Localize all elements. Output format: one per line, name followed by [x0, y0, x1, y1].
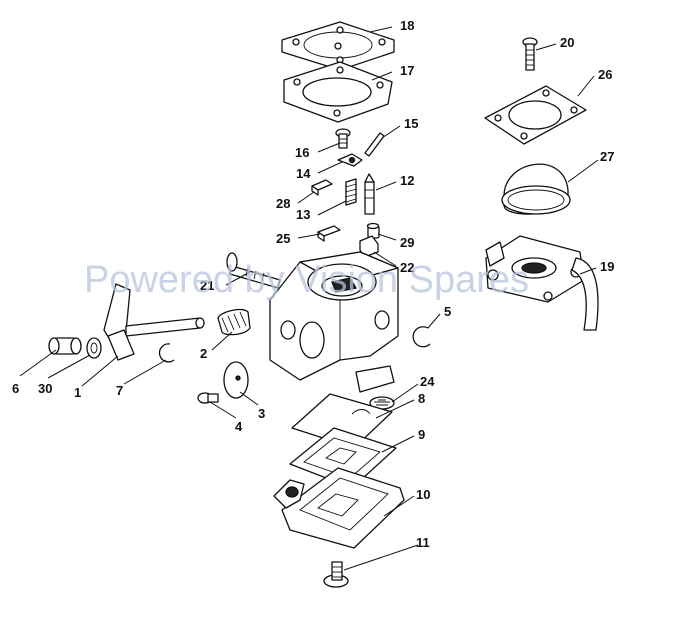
callout-5: 5 — [444, 304, 451, 319]
part-28-valve[interactable] — [311, 179, 333, 196]
part-5-circlip[interactable] — [412, 326, 431, 348]
part-22-plug[interactable] — [359, 235, 379, 258]
callout-2: 2 — [200, 346, 207, 361]
callout-4: 4 — [235, 419, 243, 434]
carburetor-body[interactable] — [269, 251, 399, 393]
callout-13: 13 — [296, 207, 310, 222]
part-26-gasket[interactable] — [484, 85, 587, 145]
callout-20: 20 — [560, 35, 574, 50]
callout-9: 9 — [418, 427, 425, 442]
callout-21: 21 — [200, 278, 214, 293]
callout-22: 22 — [400, 260, 414, 275]
callout-1: 1 — [74, 385, 81, 400]
callout-10: 10 — [416, 487, 430, 502]
part-19-pump-cover[interactable] — [485, 235, 599, 331]
callout-25: 25 — [276, 231, 290, 246]
part-24-screen[interactable] — [369, 396, 395, 410]
callout-19: 19 — [600, 259, 614, 274]
part-27-primer-bulb[interactable] — [501, 163, 571, 215]
callout-16: 16 — [295, 145, 309, 160]
callout-18: 18 — [400, 18, 414, 33]
part-18-cover-plate[interactable] — [281, 21, 395, 71]
callout-6: 6 — [12, 381, 19, 396]
part-13-spring[interactable] — [344, 178, 358, 206]
part-14-lever[interactable] — [337, 153, 363, 167]
callout-12: 12 — [400, 173, 414, 188]
part-3-throttle-plate[interactable] — [223, 361, 249, 399]
callout-27: 27 — [600, 149, 614, 164]
callout-15: 15 — [404, 116, 418, 131]
part-7-circlip[interactable] — [158, 343, 175, 363]
part-15-pin[interactable] — [364, 132, 385, 157]
part-17-diaphragm[interactable] — [283, 61, 393, 123]
callout-8: 8 — [418, 391, 425, 406]
watermark: Powered by Vision Spares — [84, 259, 529, 301]
callout-29: 29 — [400, 235, 414, 250]
callout-14: 14 — [296, 166, 311, 181]
callout-30: 30 — [38, 381, 52, 396]
leader-lines — [19, 26, 599, 571]
callout-3: 3 — [258, 406, 265, 421]
part-21-screw[interactable] — [226, 252, 281, 289]
callout-28: 28 — [276, 196, 290, 211]
part-20-screw[interactable] — [522, 37, 538, 71]
part-16-screw[interactable] — [335, 128, 351, 149]
callout-24: 24 — [420, 374, 435, 389]
part-12-needle[interactable] — [364, 173, 375, 215]
callout-11: 11 — [416, 535, 430, 550]
callout-labels: 18 17 20 26 15 16 14 12 28 13 27 25 29 2… — [12, 18, 614, 550]
part-11-screw[interactable] — [323, 561, 349, 588]
part-2-spring[interactable] — [217, 308, 251, 336]
part-6-knob[interactable] — [48, 337, 82, 355]
part-4-screw[interactable] — [197, 392, 219, 404]
callout-17: 17 — [400, 63, 414, 78]
callout-7: 7 — [116, 383, 123, 398]
part-10-pump-body[interactable] — [273, 467, 405, 549]
part-29-plug[interactable] — [366, 222, 380, 239]
callout-26: 26 — [598, 67, 612, 82]
part-1-throttle-shaft[interactable] — [103, 283, 205, 361]
part-25-plug[interactable] — [317, 225, 341, 242]
part-30-washer[interactable] — [86, 337, 102, 359]
